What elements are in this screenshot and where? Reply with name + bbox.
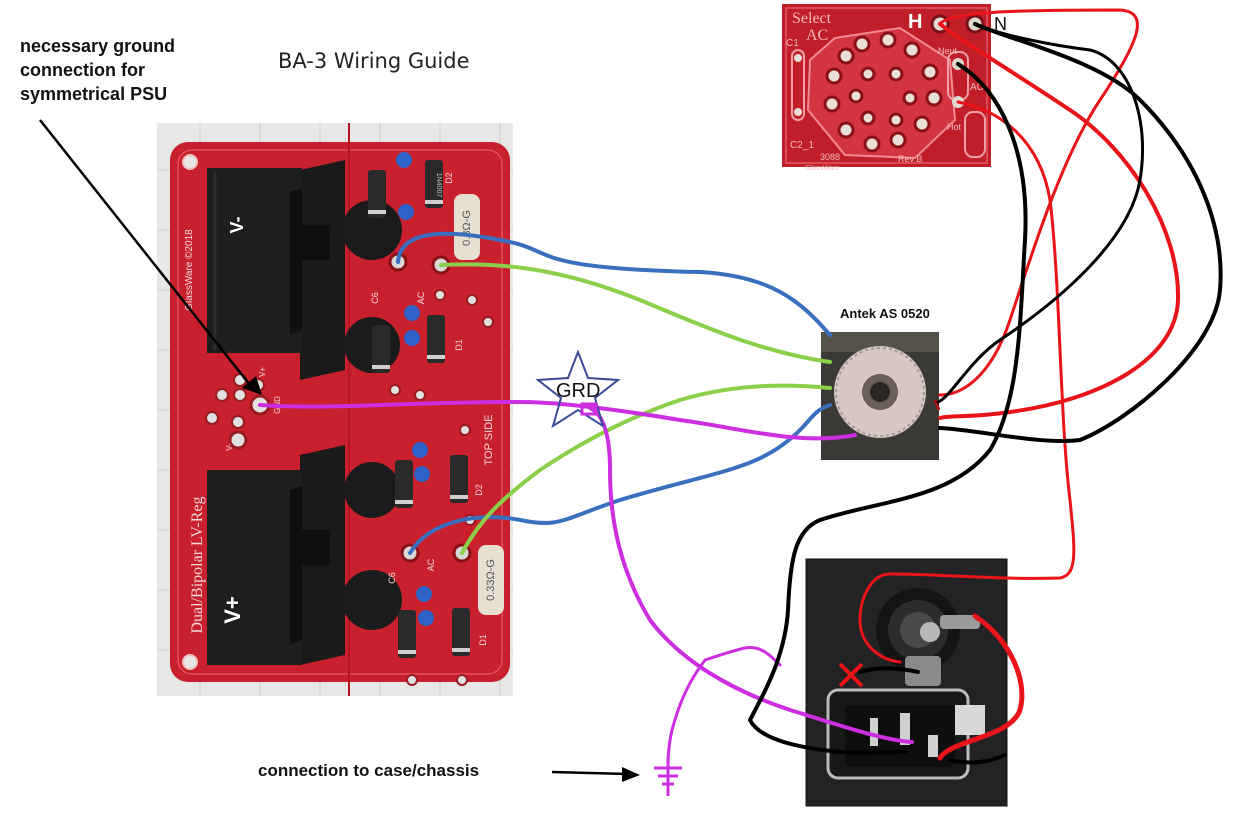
wires [258, 8, 1223, 774]
selector-label-neut: Neut [938, 46, 958, 56]
blue-wire-bottom [408, 403, 832, 555]
black-wire-short [948, 753, 1007, 765]
ground-note-line1: necessary ground [20, 36, 175, 56]
selector-title-line1: Select [792, 10, 832, 27]
grd-junction [580, 402, 598, 416]
black-wire-fuse [858, 666, 920, 674]
transformer-photo [821, 332, 941, 460]
black-wire-neutral-1 [936, 22, 1145, 404]
selector-label-c1: C1 [786, 38, 799, 49]
neutral-label: N [994, 14, 1007, 34]
ground-note-arrow [39, 119, 262, 395]
psu-label-v-minus: V- [227, 216, 247, 233]
psu-label-resistor-top: 0.3Ω-G [461, 210, 473, 246]
selector-label-brand: GlassWare [805, 165, 839, 172]
ground-note-line3: symmetrical PSU [20, 84, 167, 104]
psu-label-brand: GlassWare ©2018 [184, 229, 195, 311]
magenta-ground-wire [258, 400, 857, 441]
hot-label: H [908, 11, 922, 33]
selector-label-rev: Rev B [898, 154, 923, 164]
selector-title-line2: AC [806, 27, 828, 44]
psu-label-board-name: Dual/Bipolar LV-Reg [189, 496, 206, 633]
blue-wire-top [396, 231, 832, 337]
red-wire-hot-2 [938, 22, 1181, 420]
psu-label-d2-top: D2 [444, 172, 454, 184]
psu-label-ac-top: AC [416, 291, 426, 304]
psu-label-d1-bottom: D1 [478, 634, 488, 646]
psu-label-d2-bottom: D2 [474, 484, 484, 496]
psu-pad-label-vminus: V- [225, 443, 234, 451]
magenta-chassis-wire [666, 645, 782, 774]
psu-label-resistor-bottom: 0.33Ω-G [485, 559, 497, 601]
selector-label-ac: AC [970, 82, 984, 93]
selector-label-code: 3088 [820, 152, 840, 162]
grd-star-icon [535, 349, 621, 429]
selector-label-hot: Hot [947, 122, 962, 132]
psu-pad-label-vplus: V+ [258, 367, 267, 377]
psu-label-c6-bottom: C6 [387, 572, 397, 584]
ground-note-line2: connection for [20, 60, 145, 80]
green-wire-bottom [460, 383, 832, 555]
psu-label-ac-bottom: AC [426, 558, 436, 571]
psu-label-c6-top: C6 [370, 292, 380, 304]
red-wire-fuse [937, 613, 1025, 761]
chassis-ground-icon [654, 758, 682, 796]
iec-inlet-photo [805, 558, 1008, 807]
chassis-label: connection to case/chassis [258, 761, 479, 780]
psu-label-v-plus: V+ [220, 596, 245, 624]
transformer-label: Antek AS 0520 [840, 306, 930, 321]
red-wire-hot-1 [938, 8, 1139, 397]
green-wire-top [439, 262, 832, 364]
black-wire-neutral-2 [938, 22, 1223, 443]
page-title: BA-3 Wiring Guide [278, 49, 470, 73]
psu-label-diode: 1N4007 [435, 173, 442, 198]
psu-label-d1-top: D1 [454, 339, 464, 351]
chassis-arrow [551, 767, 640, 782]
black-wire-inlet [748, 62, 1028, 755]
magenta-ground-to-inlet [588, 406, 914, 744]
psu-board-photo [157, 123, 513, 696]
red-wire-inlet [858, 100, 1076, 664]
grd-label: GRD [556, 380, 600, 402]
selector-label-c2: C2_1 [790, 140, 814, 151]
psu-label-top-side: TOP SIDE [483, 415, 495, 466]
